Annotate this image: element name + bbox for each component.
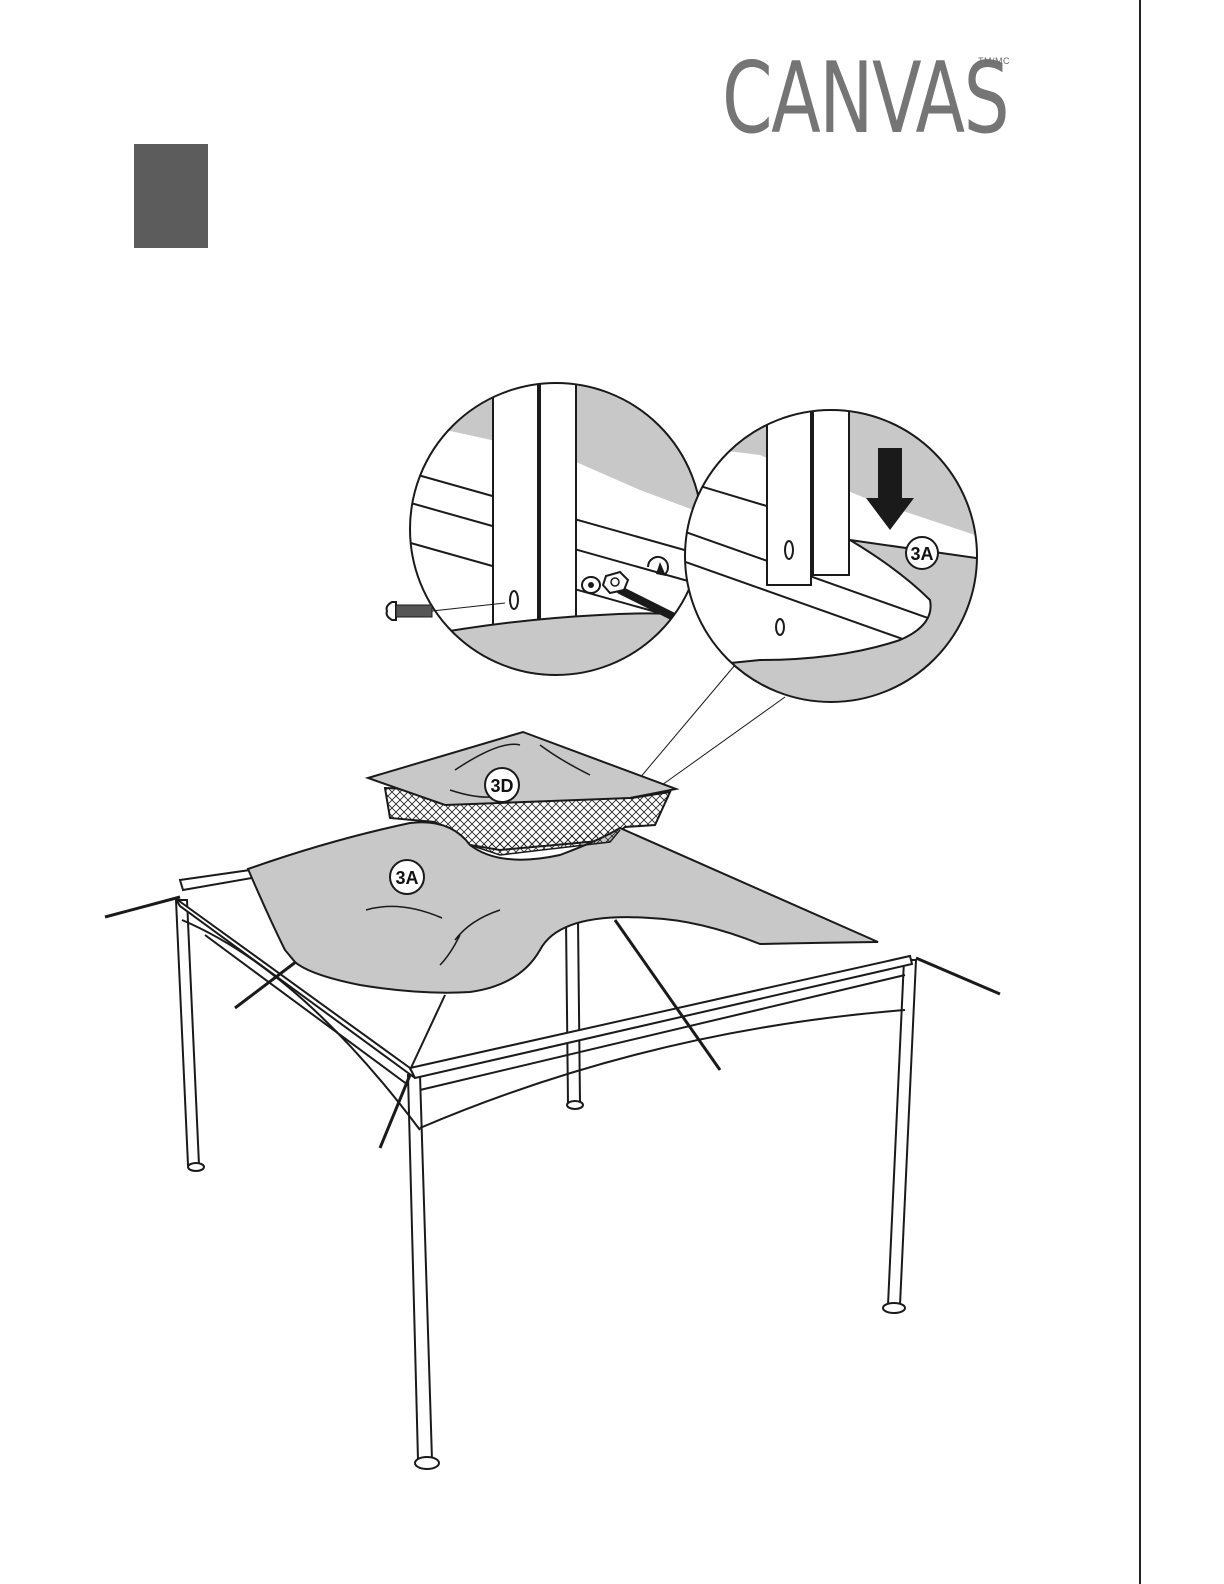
gazebo-frame (105, 870, 1000, 1469)
detail-circle-bolt (400, 380, 720, 690)
detail-circle-canopy: 3A (680, 405, 990, 720)
washer-icon (582, 577, 600, 593)
label-badge-top-canopy: 3D (485, 768, 519, 802)
label-badge-main-canopy: 3A (390, 860, 424, 894)
svg-text:3A: 3A (395, 868, 418, 888)
svg-text:3A: 3A (910, 544, 933, 564)
main-canopy: 3A (248, 822, 878, 992)
nut-icon (603, 572, 628, 593)
label-badge-detail: 3A (906, 537, 938, 569)
svg-text:3D: 3D (490, 776, 513, 796)
